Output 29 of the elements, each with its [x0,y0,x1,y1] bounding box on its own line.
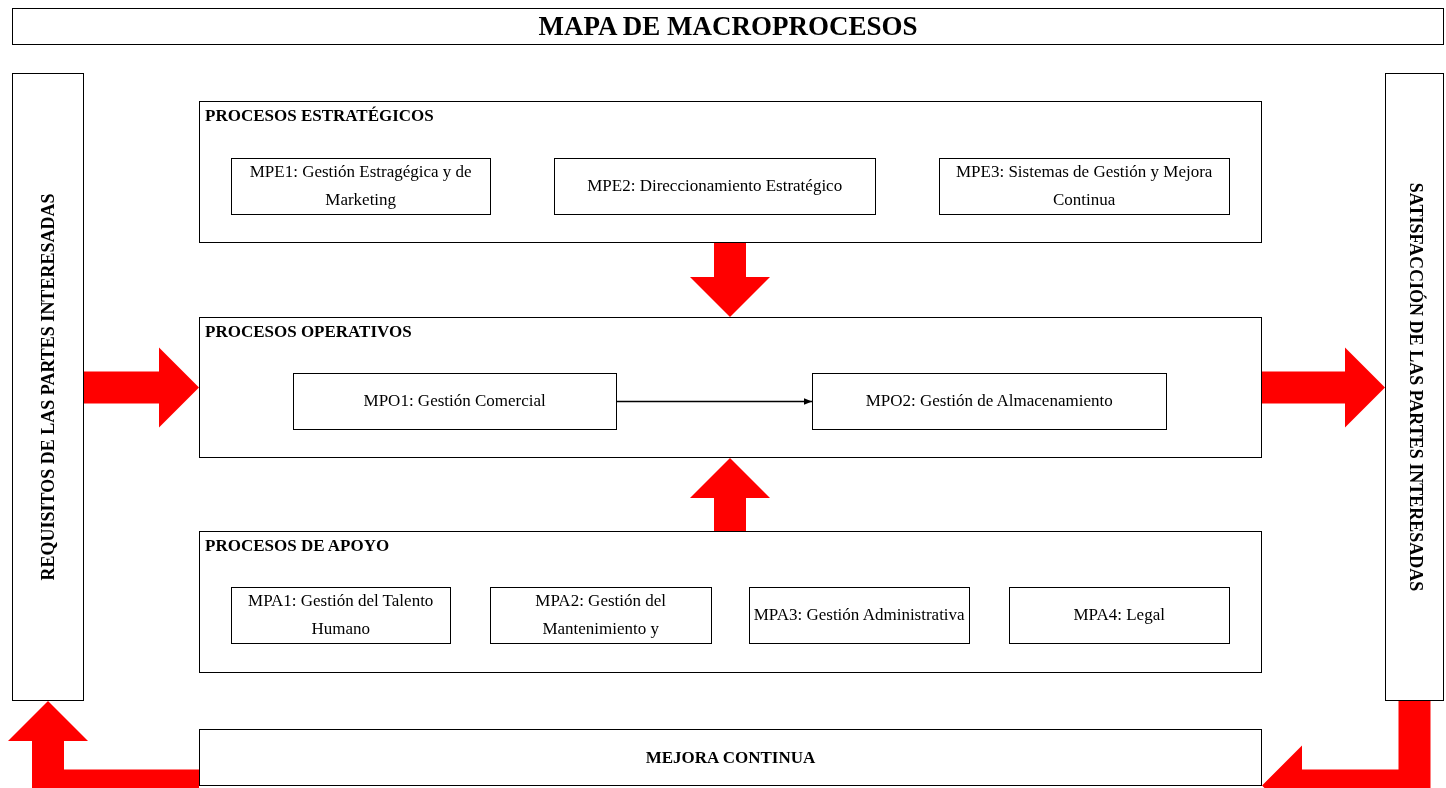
process-box: MPE3: Sistemas de Gestión y Mejora Continua [938,157,1230,215]
process-box: MPA4: Legal [1008,586,1230,644]
vertical-label: SATISFACCIÓN DE LAS PARTES INTERESADAS [1404,182,1425,592]
process-box: MPA3: Gestión Administrativa [748,586,970,644]
block-arrow [1262,701,1431,788]
group-heading: PROCESOS ESTRATÉGICOS [205,106,434,126]
block-arrow [84,347,199,428]
arrow [616,398,813,405]
group-heading: PROCESOS OPERATIVOS [205,322,412,342]
process-group-box [199,317,1262,458]
process-label: MEJORA CONTINUA [645,747,816,768]
process-box [199,729,1262,786]
process-box: MPA2: Gestión del Mantenimiento y [489,586,712,644]
process-box: MPA1: Gestión del Talento Humano [230,586,451,644]
vertical-label: REQUISITOS DE LAS PARTES INTERESADAS [37,193,59,581]
process-box: MPE1: Gestión Estragégica y de Marketing [230,157,491,215]
process-box: MPO1: Gestión Comercial [292,372,617,430]
process-box: MPO2: Gestión de Almacenamiento [811,372,1167,430]
block-arrow [8,701,199,788]
process-box [1385,73,1444,701]
process-box [12,73,84,701]
block-arrow [1262,347,1385,428]
block-arrow [690,243,770,317]
process-group-box [199,531,1262,673]
title: MAPA DE MACROPROCESOS [538,11,918,42]
block-arrow [690,458,770,531]
process-group-box [199,101,1262,243]
group-heading: PROCESOS DE APOYO [205,536,390,556]
process-box: MPE2: Direccionamiento Estratégico [553,157,876,215]
